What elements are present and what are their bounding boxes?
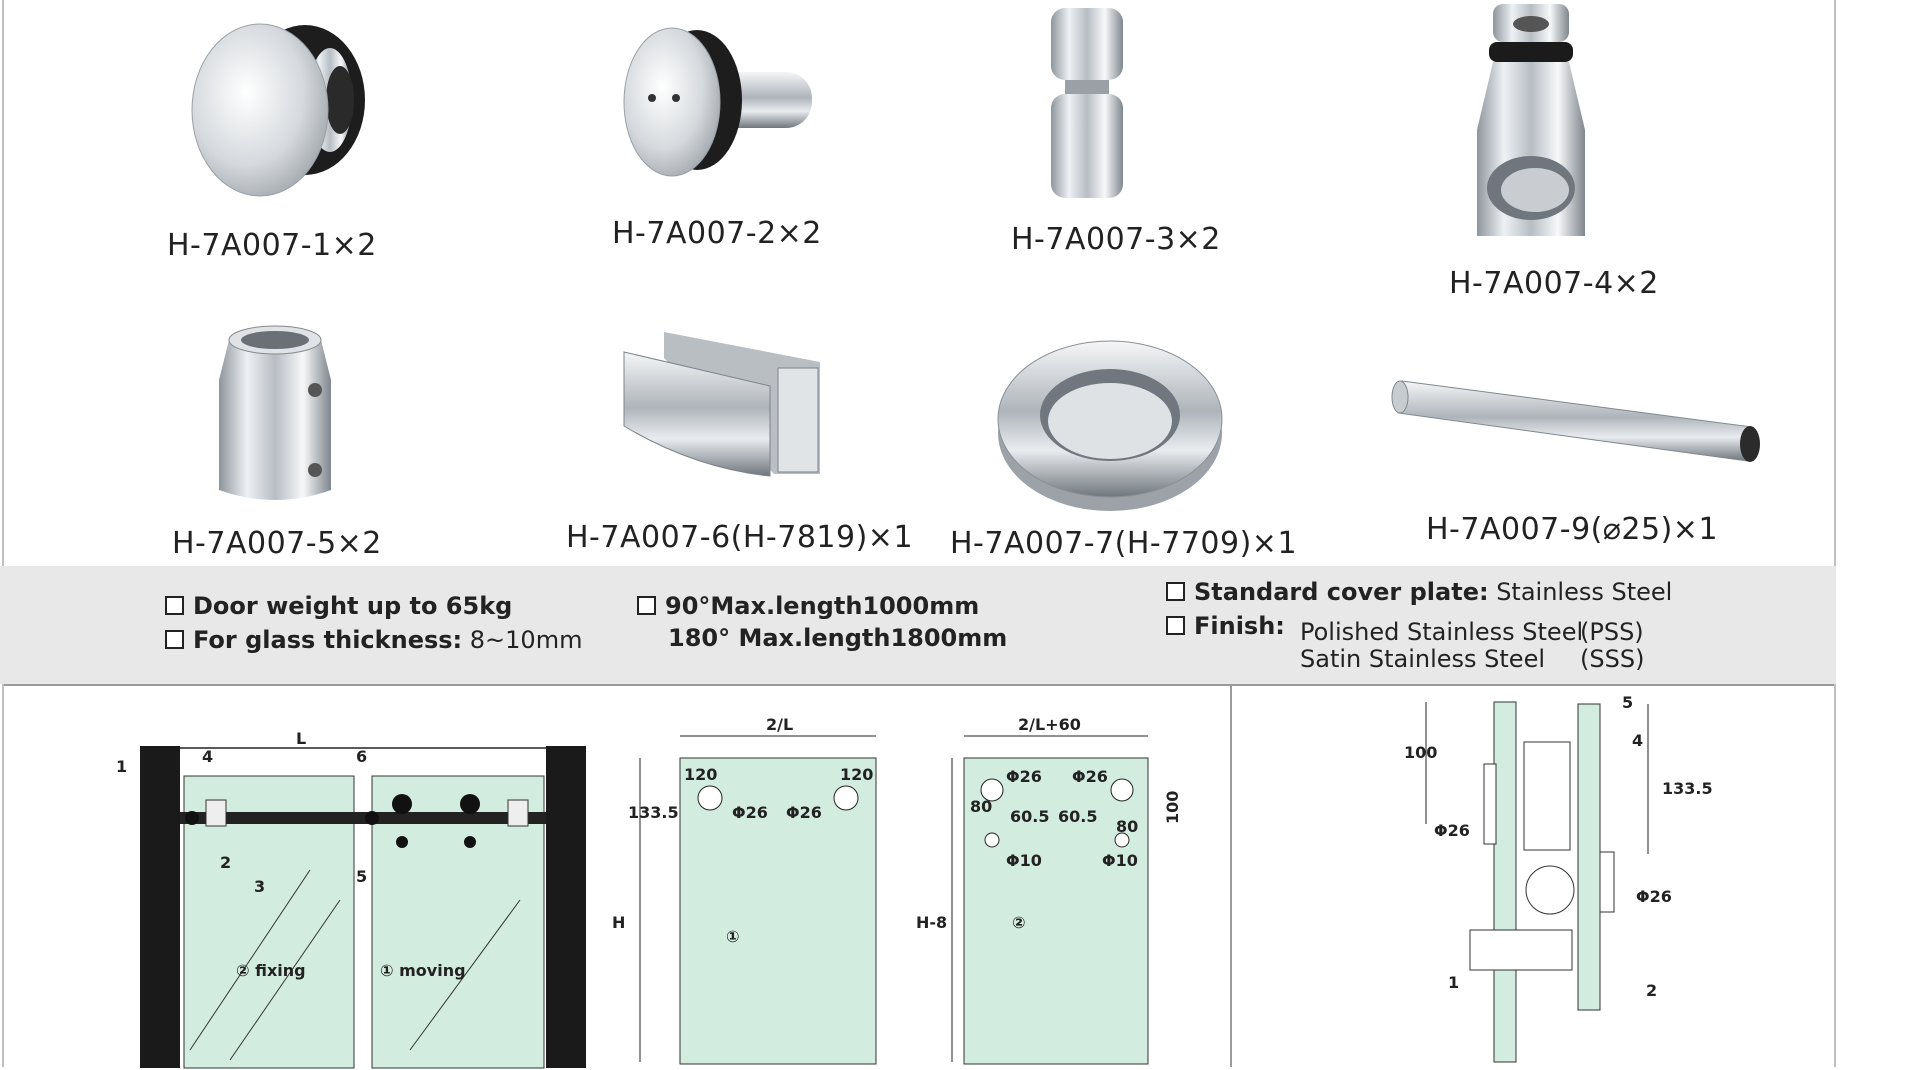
product-3-image (1043, 4, 1133, 204)
moving-glass-section (1577, 703, 1601, 1011)
product-2-image (612, 20, 832, 190)
dim-60-5-right: 60.5 (1058, 807, 1097, 826)
callout-1: 1 (116, 757, 127, 776)
right-border (1834, 0, 1836, 1067)
dim-phi26-left: Φ26 (1006, 767, 1042, 786)
dim-phi26-right: Φ26 (1072, 767, 1108, 786)
callout-5: 5 (356, 867, 367, 886)
product-7-label: H-7A007-7(H-7709)×1 (950, 526, 1298, 561)
dim-phi26-left: Φ26 (1434, 821, 1470, 840)
checkbox-icon (637, 596, 656, 615)
dim-phi10-right: Φ10 (1102, 851, 1138, 870)
product-4-image (1463, 0, 1603, 250)
callout-5: 5 (1622, 693, 1633, 712)
spec-length-180: 180° Max.length1800mm (668, 624, 1008, 652)
spec-cover-plate: Standard cover plate: Stainless Steel (1166, 578, 1672, 606)
dim-width: 2/L (766, 715, 793, 734)
product-6-label: H-7A007-6(H-7819)×1 (566, 520, 914, 555)
dim-width: 2/L+60 (1018, 715, 1081, 734)
finish-option-2-code: (SSS) (1580, 645, 1645, 673)
product-8-label: H-7A007-9(⌀25)×1 (1426, 512, 1719, 547)
drawing-divider (1230, 686, 1232, 1067)
product-1-image (180, 10, 380, 210)
spec-glass: For glass thickness: 8~10mm (165, 626, 582, 654)
product-7-image (990, 323, 1230, 513)
dim-80-right: 80 (1116, 817, 1138, 836)
callout-2: 2 (220, 853, 231, 872)
product-2-label: H-7A007-2×2 (612, 216, 822, 251)
finish-option-1-code: (PSS) (1580, 618, 1644, 646)
fixed-glass-section (1493, 701, 1517, 1063)
finish-option-1: Polished Stainless Steel (1300, 618, 1584, 646)
dim-H-8: H-8 (916, 913, 947, 932)
dim-100: 100 (1404, 743, 1437, 762)
dim-60-5-left: 60.5 (1010, 807, 1049, 826)
roller-housing (1523, 741, 1571, 851)
dim-120-left: 120 (684, 765, 717, 784)
dim-120-right: 120 (840, 765, 873, 784)
spec-weight: Door weight up to 65kg (165, 592, 512, 620)
callout-2: 2 (1646, 981, 1657, 1000)
roller-section-drawing: 5 4 100 133.5 Φ26 Φ26 1 2 (1404, 693, 1713, 1063)
dim-phi26-right: Φ26 (1636, 887, 1672, 906)
dim-H: H (612, 913, 625, 932)
checkbox-icon (1166, 616, 1185, 635)
panel-1-drawing: 2/L 120 120 133.5 Φ26 Φ26 H ① (612, 715, 877, 1065)
dim-133-5: 133.5 (1662, 779, 1713, 798)
dim-L: L (296, 729, 306, 748)
product-1-label: H-7A007-1×2 (167, 228, 377, 263)
product-4-label: H-7A007-4×2 (1449, 266, 1659, 301)
callout-1: 1 (1448, 973, 1459, 992)
dim-phi26-right: Φ26 (786, 803, 822, 822)
dim-phi26-left: Φ26 (732, 803, 768, 822)
spec-band (0, 566, 1836, 684)
dim-80-left: 80 (970, 797, 992, 816)
right-wall (546, 746, 586, 1068)
panel-2-glass (963, 757, 1149, 1065)
callout-4: 4 (202, 747, 213, 766)
product-6-image (614, 328, 834, 478)
left-wall (140, 746, 180, 1068)
checkbox-icon (165, 630, 184, 649)
callout-3: 3 (254, 877, 265, 896)
product-8-image (1390, 365, 1770, 475)
spec-length-90: 90°Max.length1000mm (637, 592, 979, 620)
section-divider (4, 684, 1834, 686)
product-3-label: H-7A007-3×2 (1011, 222, 1221, 257)
checkbox-icon (165, 596, 184, 615)
fixing-label: ② fixing (236, 961, 306, 980)
finish-option-2: Satin Stainless Steel (1300, 645, 1546, 673)
product-5-image (215, 320, 335, 510)
dim-phi10-left: Φ10 (1006, 851, 1042, 870)
callout-6: 6 (356, 747, 367, 766)
dim-100: 100 (1163, 791, 1182, 824)
panel-1-number: ① (726, 927, 740, 946)
assembly-drawing: L 1 2 3 4 5 6 ② fixing ① moving (116, 729, 586, 1069)
dim-133-5: 133.5 (628, 803, 679, 822)
panel-2-number: ② (1012, 913, 1026, 932)
spec-finish: Finish: (1166, 612, 1285, 640)
track-rail (180, 812, 546, 824)
checkbox-icon (1166, 582, 1185, 601)
callout-4: 4 (1632, 731, 1643, 750)
left-border (2, 0, 4, 1067)
product-5-label: H-7A007-5×2 (172, 526, 382, 561)
moving-label: ① moving (380, 961, 466, 980)
panel-2-drawing: 2/L+60 Φ26 Φ26 80 60.5 60.5 80 100 Φ10 Φ… (916, 715, 1182, 1065)
